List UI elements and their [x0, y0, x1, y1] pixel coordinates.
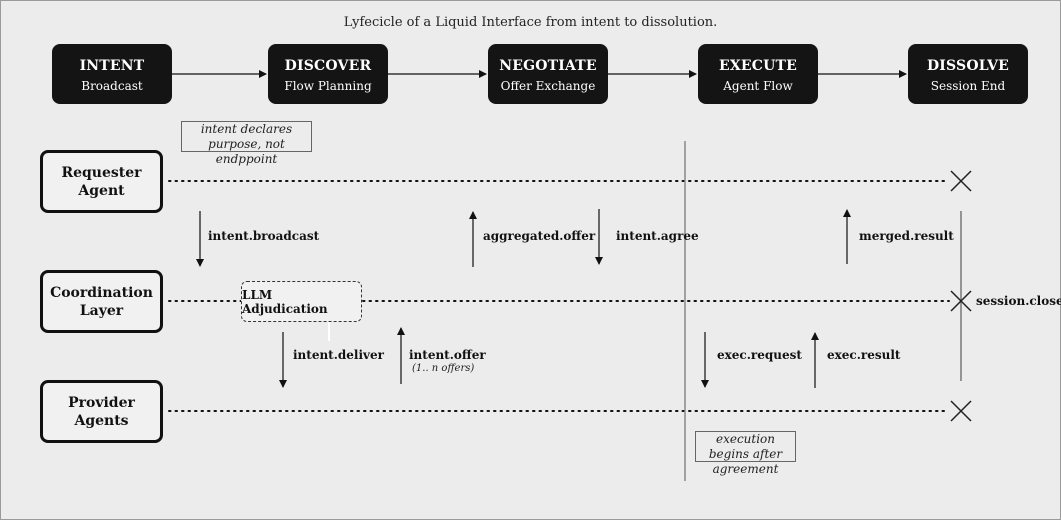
phase-negotiate: NEGOTIATE Offer Exchange — [488, 44, 608, 104]
phase-discover: DISCOVER Flow Planning — [268, 44, 388, 104]
phase-dissolve: DISSOLVE Session End — [908, 44, 1028, 104]
exec-result-label: exec.result — [827, 348, 901, 362]
intent-broadcast-label: intent.broadcast — [208, 229, 320, 243]
coordination-end-x — [950, 290, 972, 312]
coordination-layer: Coordination Layer — [40, 270, 163, 333]
aggregated-offer-label: aggregated.offer — [483, 229, 596, 243]
phase-subtitle: Offer Exchange — [500, 79, 596, 93]
intent-offer-count: (1.. n offers) — [412, 363, 475, 374]
session-close-label: session.close — [976, 294, 1061, 308]
intent-offer-label: intent.offer — [409, 348, 486, 362]
phase-subtitle: Flow Planning — [284, 79, 372, 93]
diagram-title: Lyfecicle of a Liquid Interface from int… — [343, 15, 718, 30]
intent-deliver-label: intent.deliver — [293, 348, 384, 362]
phase-subtitle: Agent Flow — [723, 79, 793, 93]
requester-agent: Requester Agent — [40, 150, 163, 213]
phase-name: DISCOVER — [284, 58, 372, 74]
intent-note: intent declares purpose, not endppoint — [181, 121, 312, 166]
phase-execute: EXECUTE Agent Flow — [698, 44, 818, 104]
provider-end-x — [950, 400, 972, 422]
llm-adjudication: LLM Adjudication — [241, 281, 362, 322]
phase-name: INTENT — [79, 58, 145, 74]
intent-agree-label: intent.agree — [616, 229, 699, 243]
exec-request-label: exec.request — [717, 348, 802, 362]
merged-result-label: merged.result — [859, 229, 954, 243]
execution-note: execution begins after agreement — [695, 431, 796, 476]
phase-name: EXECUTE — [718, 58, 798, 74]
phase-subtitle: Session End — [930, 79, 1006, 93]
phase-name: DISSOLVE — [926, 58, 1010, 74]
requester-end-x — [950, 170, 972, 192]
phase-subtitle: Broadcast — [81, 79, 143, 93]
phase-name: NEGOTIATE — [499, 58, 597, 74]
provider-agents: Provider Agents — [40, 380, 163, 443]
phase-intent: INTENT Broadcast — [52, 44, 172, 104]
